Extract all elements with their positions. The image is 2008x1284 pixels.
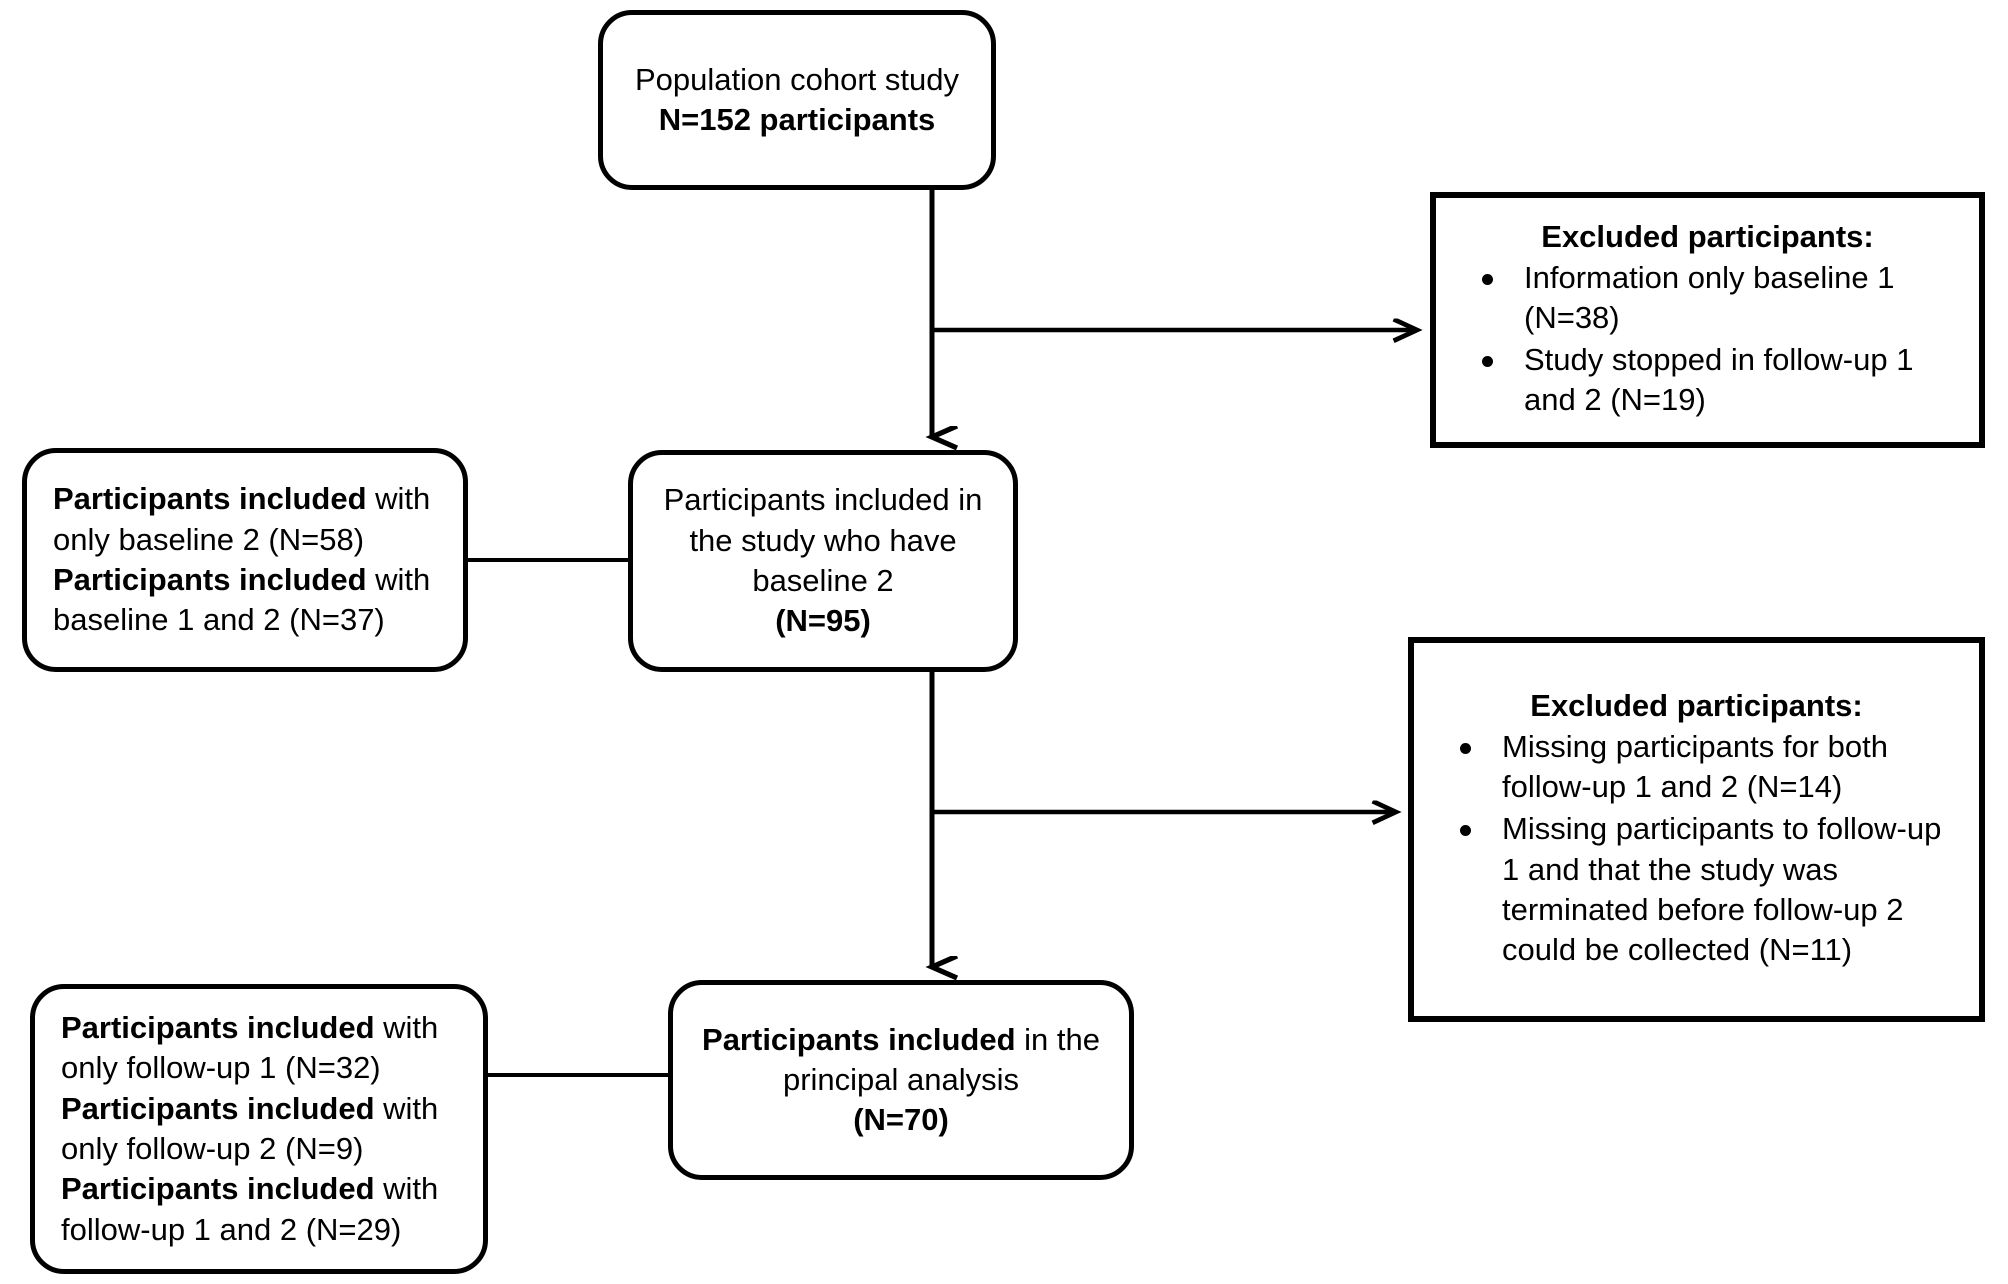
node-participants-principal-analysis: Participants included in the principal a… xyxy=(668,980,1134,1180)
node-excluded-participants-1: Excluded participants: Information only … xyxy=(1430,192,1985,448)
analysis-line-1: Participants included in the principal a… xyxy=(689,1020,1113,1101)
followup-side-line-3: Participants included with follow-up 1 a… xyxy=(61,1169,457,1250)
followup-side-line-3-bold: Participants included xyxy=(61,1171,375,1207)
excluded-1-bullet-2: Study stopped in follow-up 1 and 2 (N=19… xyxy=(1524,342,1914,418)
followup-side-line-2-rest: with only follow-up 2 (N=9) xyxy=(61,1090,447,1166)
baseline-side-line-2-bold: Participants included xyxy=(53,562,367,597)
list-item: Missing participants to follow-up 1 and … xyxy=(1460,809,1965,970)
baseline-side-line-2: Participants included with baseline 1 an… xyxy=(53,560,437,641)
bullet-dot-icon xyxy=(1482,273,1493,285)
list-item: Missing participants for both follow-up … xyxy=(1460,727,1965,808)
node-participants-baseline-side: Participants included with only baseline… xyxy=(22,448,468,672)
baseline-side-line-1: Participants included with only baseline… xyxy=(53,479,437,560)
excluded-2-bullet-list: Missing participants for both follow-up … xyxy=(1428,727,1965,971)
node-excluded-participants-2: Excluded participants: Missing participa… xyxy=(1408,637,1985,1022)
excluded-2-bullet-1: Missing participants for both follow-up … xyxy=(1502,728,1888,805)
baseline-main-line-2: (N=95) xyxy=(775,603,871,639)
baseline-side-line-1-rest: with only baseline 2 (N=58) xyxy=(53,481,439,557)
node-participants-followup-side: Participants included with only follow-u… xyxy=(30,984,488,1274)
node-participants-baseline-2: Participants included in the study who h… xyxy=(628,450,1018,672)
list-item: Information only baseline 1 (N=38) xyxy=(1482,258,1965,339)
analysis-line-1-bold: Participants included xyxy=(702,1021,1016,1057)
excluded-2-bullet-2: Missing participants to follow-up 1 and … xyxy=(1502,811,1942,968)
excluded-1-bullet-1: Information only baseline 1 (N=38) xyxy=(1524,259,1895,335)
baseline-side-line-2-rest: with baseline 1 and 2 (N=37) xyxy=(53,562,439,638)
followup-side-line-1-rest: with only follow-up 1 (N=32) xyxy=(61,1010,447,1086)
analysis-line-1-rest: in the principal analysis xyxy=(782,1021,1109,1097)
followup-side-line-2: Participants included with only follow-u… xyxy=(61,1089,457,1170)
followup-side-line-1: Participants included with only follow-u… xyxy=(61,1008,457,1089)
excluded-1-heading: Excluded participants: xyxy=(1541,219,1874,255)
followup-side-line-1-bold: Participants included xyxy=(61,1010,375,1046)
node-population-cohort-study: Population cohort study N=152 participan… xyxy=(598,10,996,190)
bullet-dot-icon xyxy=(1460,825,1471,837)
bullet-dot-icon xyxy=(1460,742,1471,754)
excluded-1-bullet-list: Information only baseline 1 (N=38) Study… xyxy=(1450,258,1965,421)
baseline-side-line-1-bold: Participants included xyxy=(53,481,367,517)
list-item: Study stopped in follow-up 1 and 2 (N=19… xyxy=(1482,340,1965,421)
baseline-main-line-1: Participants included in the study who h… xyxy=(663,482,992,598)
excluded-2-heading: Excluded participants: xyxy=(1530,688,1863,724)
followup-side-line-2-bold: Participants included xyxy=(61,1090,375,1126)
followup-side-line-3-rest: with follow-up 1 and 2 (N=29) xyxy=(61,1171,447,1247)
cohort-line-1: Population cohort study xyxy=(635,61,959,97)
analysis-line-2: (N=70) xyxy=(853,1102,949,1138)
bullet-dot-icon xyxy=(1482,356,1493,368)
cohort-line-2: N=152 participants xyxy=(658,102,936,137)
